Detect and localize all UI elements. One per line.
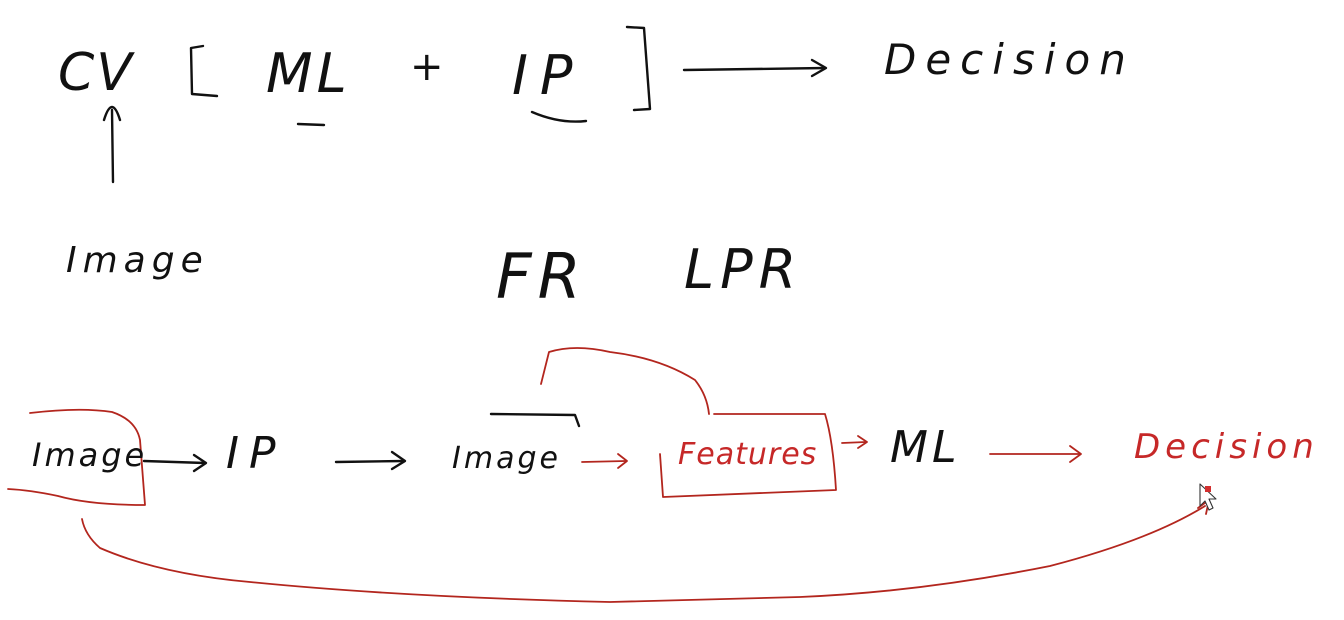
pipeline-ml-label: ML xyxy=(890,422,960,473)
arrow-features-to-ml xyxy=(841,435,868,449)
arrow-image-to-ip xyxy=(142,453,208,473)
top-equation: CV ML + IP Decision xyxy=(58,25,1135,127)
lpr-annotation: LPR xyxy=(684,238,802,301)
pipeline-image-label: Image xyxy=(32,436,147,474)
left-bracket xyxy=(189,44,219,98)
features-feedback-loop xyxy=(540,347,710,415)
right-bracket xyxy=(625,25,652,112)
arrow-to-decision xyxy=(682,58,828,78)
features-box xyxy=(659,413,837,498)
plus-sign: + xyxy=(410,44,444,90)
pipeline-processed-image-label: Image xyxy=(452,441,561,476)
pipeline-features-label: Features xyxy=(678,437,817,472)
ml-label: ML xyxy=(266,42,351,105)
processed-image-overline xyxy=(489,412,581,428)
fr-annotation: FR xyxy=(496,240,587,313)
up-arrow xyxy=(102,105,122,184)
top-annotations: Image FR LPR xyxy=(66,105,802,313)
cv-label: CV xyxy=(58,43,135,103)
arrow-ml-to-decision xyxy=(989,445,1082,463)
arrow-image-to-features xyxy=(581,453,628,469)
pipeline-ip-label: IP xyxy=(226,428,286,479)
decision-feedback-curve xyxy=(81,505,1206,603)
ip-label: IP xyxy=(512,44,585,107)
ml-underline xyxy=(296,122,326,127)
pipeline-decision-label: Decision xyxy=(1134,427,1319,467)
decision-label: Decision xyxy=(884,35,1135,84)
image-red-outline xyxy=(7,408,146,506)
ip-underline xyxy=(530,110,588,123)
pipeline: Image IP Image Features ML xyxy=(7,347,1319,603)
mouse-cursor-icon xyxy=(1199,483,1217,511)
arrow-ip-to-image xyxy=(334,450,407,471)
image-annotation: Image xyxy=(66,240,209,281)
